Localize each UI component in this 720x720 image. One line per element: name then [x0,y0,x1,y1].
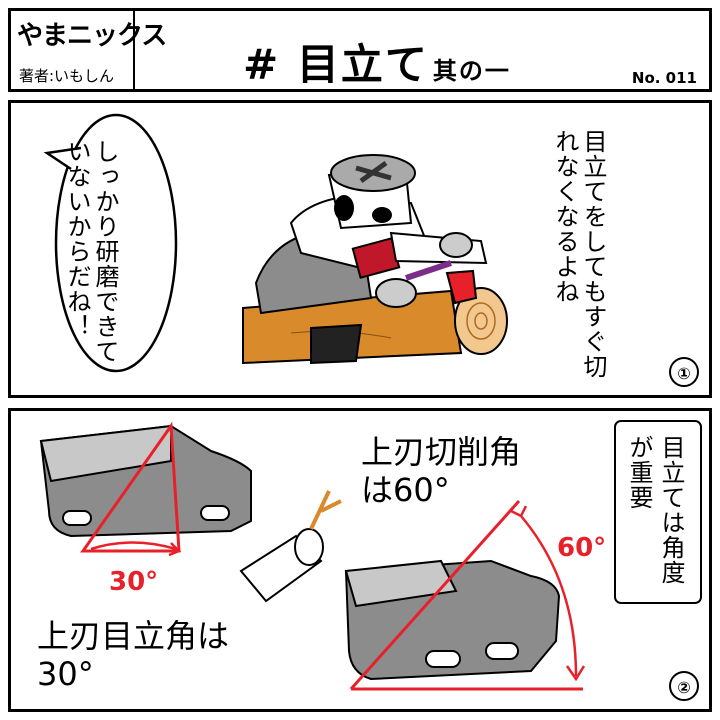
panel-2: 30° 上刃目立角は30° 上刃切削角は60° 60° 目立ては角度が重要 ② [8,408,712,712]
panel-2-art [39,420,702,691]
title-main: 目立て [296,40,429,89]
panel-1-art [43,113,508,373]
top-plate-angle-text: 上刃目立角は30° [37,617,230,693]
title-sub: 其の一 [432,57,511,85]
narration-text: 目立てをしてもすぐ切れなくなるよね [551,129,607,379]
cutter-tooth-small [39,421,252,557]
angle-30-label: 30° [109,567,159,597]
boxed-note-text: 目立ては角度が重要 [625,435,685,585]
episode-number: No. 011 [631,69,697,87]
brand-logo: やまニックス [17,21,167,51]
cutter-tooth-large [344,500,586,691]
page-title: # 目立て其の一 [243,31,511,92]
cutting-angle-text: 上刃切削角は60° [361,433,522,509]
panel-1: しっかり研磨できていないからだね！ 目立てをしてもすぐ切れなくなるよね ① [8,100,712,398]
header-divider [133,11,135,89]
panel-number-2: ② [669,671,699,701]
speech-bubble-text: しっかり研磨できていないからだね！ [63,139,119,364]
author-credit: 著者:いもしん [19,67,115,85]
speech-bubble-shape [43,113,178,373]
note-box-border [614,420,702,604]
panel-number-1: ① [669,357,699,387]
pointing-hand [239,490,342,603]
header-bar: やまニックス 著者:いもしん # 目立て其の一 No. 011 [8,8,712,92]
character-sharpening [254,154,488,365]
title-hash: # [243,40,281,89]
angle-60-label: 60° [557,533,607,563]
